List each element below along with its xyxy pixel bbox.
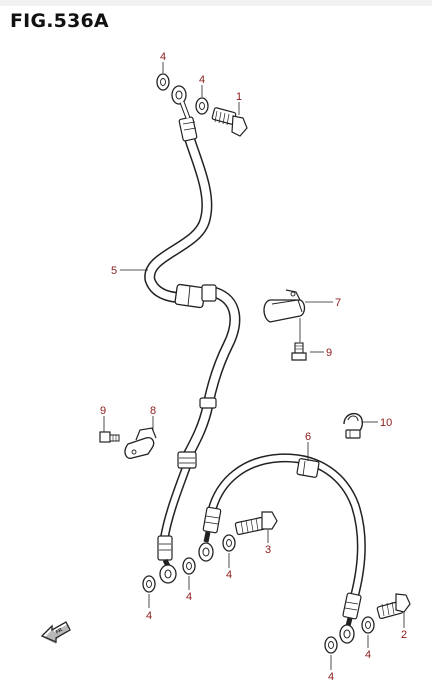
callout-4c: 4 <box>226 569 232 581</box>
callout-5: 5 <box>111 265 117 277</box>
leader-lines <box>103 62 405 670</box>
callout-4a: 4 <box>160 51 166 63</box>
small-bolt-right <box>291 342 307 361</box>
union-bolt-top <box>211 107 248 137</box>
hose-guide-bracket <box>124 427 157 459</box>
callout-4g: 4 <box>328 671 334 683</box>
callout-4b: 4 <box>199 74 205 86</box>
figure-title: FIG.536A <box>10 10 109 32</box>
hose-clamp-bracket <box>263 289 306 323</box>
callout-9-left: 9 <box>100 405 106 417</box>
callout-7: 7 <box>335 297 341 309</box>
front-arrow-label: FR <box>55 627 64 636</box>
union-bolt-bottom <box>376 593 411 620</box>
callout-labels: 4 4 1 5 7 9 9 8 10 6 3 4 4 4 2 4 4 <box>100 51 407 683</box>
hose-clip <box>343 413 364 439</box>
callout-9-right: 9 <box>326 347 332 359</box>
callout-4d: 4 <box>186 591 192 603</box>
upper-brake-hose <box>144 85 241 584</box>
callout-2: 2 <box>401 629 407 641</box>
washers <box>142 73 375 654</box>
callout-4f: 4 <box>365 649 371 661</box>
callout-10: 10 <box>380 417 392 429</box>
callout-4e: 4 <box>146 610 152 622</box>
front-arrow-icon: FR <box>40 621 71 644</box>
callout-3: 3 <box>265 544 271 556</box>
lower-brake-hose <box>198 453 366 644</box>
union-bolt-middle <box>234 511 278 536</box>
top-strip <box>0 0 432 6</box>
callout-6: 6 <box>305 431 311 443</box>
callout-1: 1 <box>236 91 242 103</box>
callout-8: 8 <box>150 405 156 417</box>
small-bolt-left <box>99 431 120 443</box>
